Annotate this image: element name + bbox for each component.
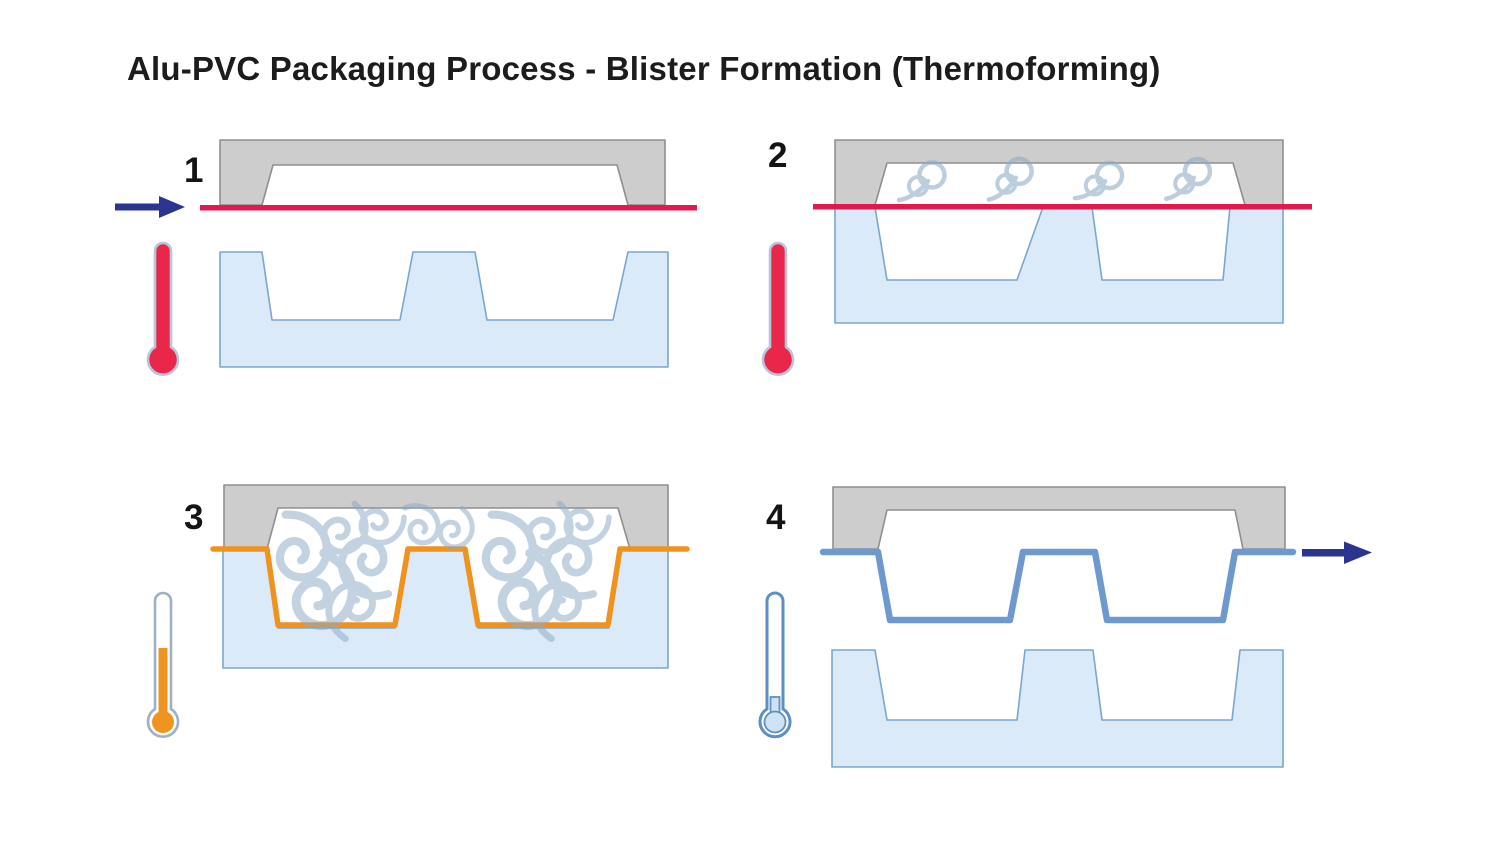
lower-mold bbox=[219, 251, 669, 368]
thermometer-cold-icon bbox=[758, 591, 792, 739]
step-1-number: 1 bbox=[184, 151, 204, 190]
film-inlet-arrow-icon bbox=[115, 196, 185, 218]
pvc-film-hot bbox=[813, 204, 1312, 210]
lower-mold bbox=[222, 548, 669, 669]
page-title: Alu-PVC Packaging Process - Blister Form… bbox=[127, 50, 1161, 87]
steam-swirl-icon bbox=[332, 533, 402, 609]
step-2-panel bbox=[761, 139, 1312, 376]
step-3-number: 3 bbox=[184, 498, 204, 537]
steam-swirl-icon bbox=[1075, 161, 1123, 202]
pvc-film-hot bbox=[200, 205, 697, 211]
formed-blister-film bbox=[819, 548, 1297, 624]
thermometer-warm-fill bbox=[152, 648, 174, 734]
film-outlet-arrow-icon bbox=[1302, 541, 1372, 564]
step-3-panel bbox=[146, 484, 690, 738]
thermometer-warm-icon bbox=[146, 591, 180, 738]
step-2-number: 2 bbox=[768, 136, 788, 175]
steam-swirl-icon bbox=[436, 504, 479, 552]
step-1-panel bbox=[115, 139, 697, 376]
steam-swirl-icon bbox=[269, 506, 334, 582]
heat-swirls bbox=[899, 158, 1212, 202]
step-4-number: 4 bbox=[766, 498, 786, 537]
thermometer-hot-icon bbox=[761, 241, 795, 376]
upper-mold bbox=[834, 139, 1284, 206]
steam-swirl-icon bbox=[1164, 158, 1212, 199]
lower-mold bbox=[831, 649, 1284, 768]
step-4-panel bbox=[758, 486, 1372, 768]
lower-mold bbox=[834, 206, 1284, 324]
pvc-film-forming bbox=[210, 546, 690, 628]
steam-swirl-icon bbox=[537, 533, 607, 609]
thermometer-cold-bulb-fill bbox=[763, 710, 787, 734]
steam-swirl-icon bbox=[899, 163, 945, 201]
thermometer-hot-icon bbox=[146, 241, 180, 376]
upper-mold bbox=[832, 486, 1286, 550]
upper-mold bbox=[219, 139, 666, 206]
steam-swirl-icon bbox=[985, 158, 1034, 200]
